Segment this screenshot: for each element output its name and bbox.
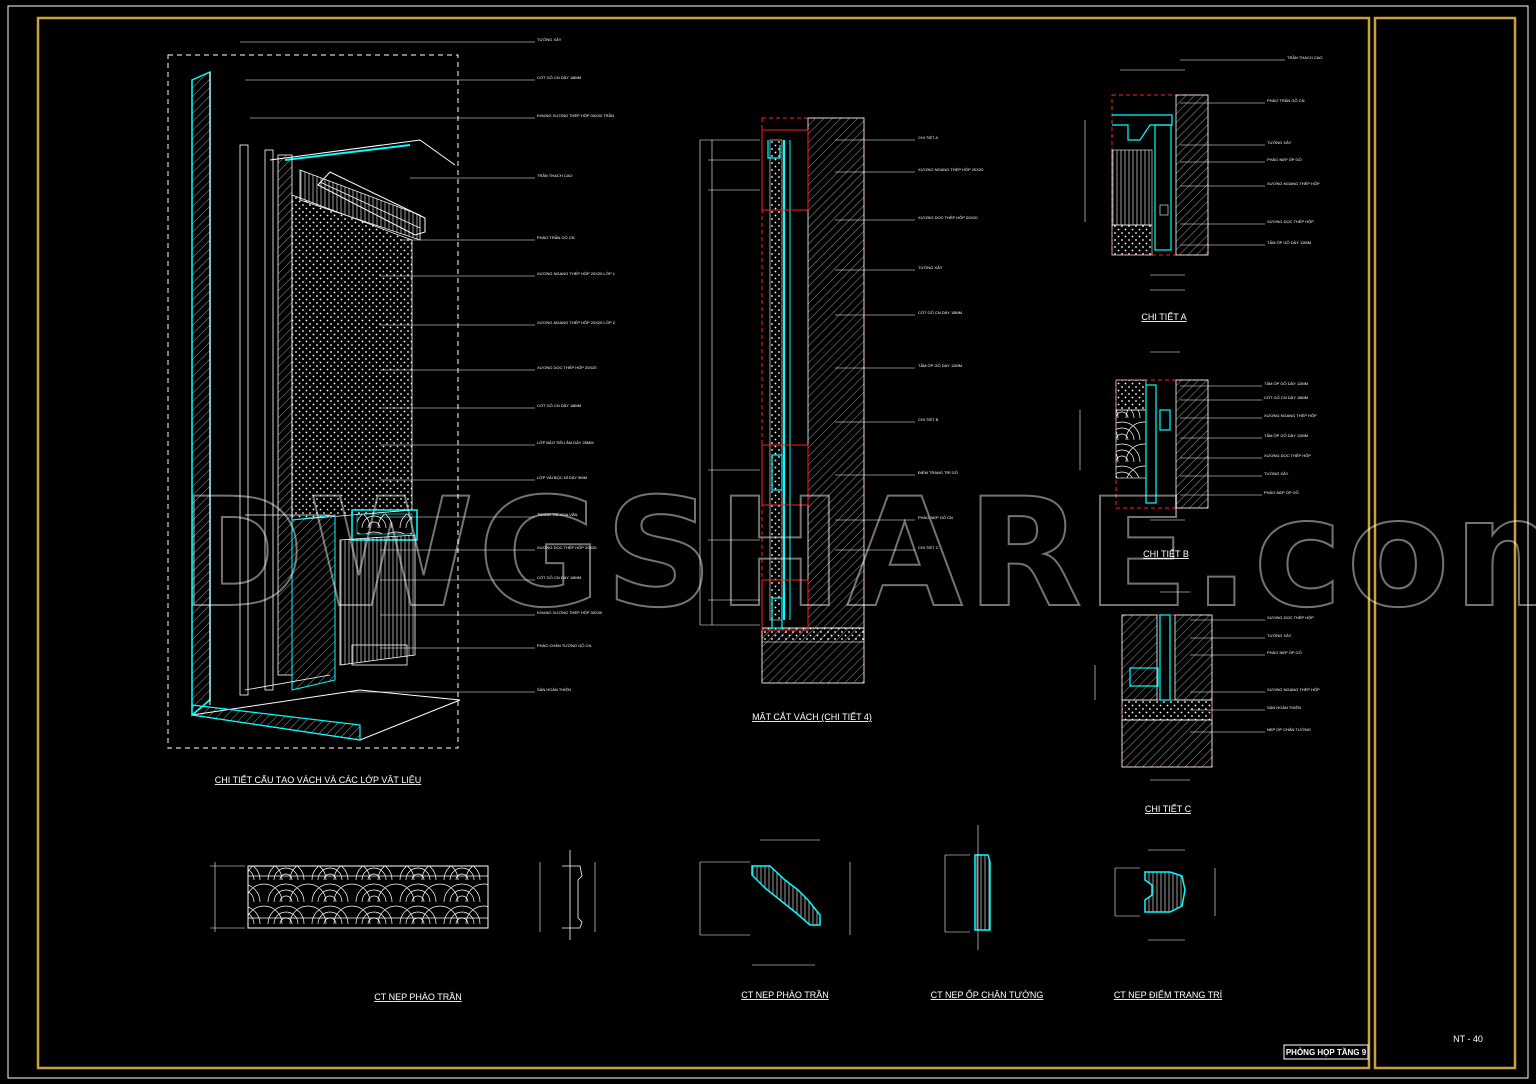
detail-b: TẤM ỐP GỖ DÀY 12MM CỐT GỖ CN DÀY 18MM XƯ… [1079, 351, 1317, 559]
iso-label-2: CỐT GỖ CN DÀY 18MM [537, 75, 581, 80]
profile-crown-moulding: CT NẸP PHÀO TRẦN [699, 839, 851, 1000]
detail-b-label-2: CỐT GỖ CN DÀY 18MM [1264, 395, 1308, 400]
iso-label-7: XƯƠNG NGANG THÉP HỘP 20X20 LỚP 2 [537, 320, 616, 325]
iso-label-4: TRẦN THẠCH CAO [537, 173, 572, 178]
section-label-3: XƯƠNG DỌC THÉP HỘP 20X20 [918, 215, 978, 220]
detail-b-label-1: TẤM ỐP GỖ DÀY 12MM [1264, 381, 1308, 386]
iso-label-6: XƯƠNG NGANG THÉP HỘP 20X20 LỚP 1 [537, 271, 616, 276]
drawing-frame [36, 16, 1371, 1070]
section-label-2: XƯƠNG NGANG THÉP HỘP 20X20 [918, 167, 984, 172]
profile3-title: CT NẸP ỐP CHÂN TƯỜNG [931, 989, 1044, 1000]
detail-b-label-7: PHÀO NẸP ỐP GỖ [1264, 490, 1299, 495]
detail-c-label-3: PHÀO NẸP ỐP GỖ [1267, 650, 1302, 655]
detail-b-label-5: XƯƠNG DỌC THÉP HỘP [1264, 453, 1311, 458]
iso-label-10: LỚP BẢO TIÊU ÂM DÀY 25MM [537, 440, 594, 445]
detail-b-label-3: XƯƠNG NGANG THÉP HỘP [1264, 413, 1317, 418]
detail-a-label-5: XƯƠNG NGANG THÉP HỘP [1267, 181, 1320, 186]
wall-section: CHI TIẾT A XƯƠNG NGANG THÉP HỘP 20X20 XƯ… [699, 117, 984, 722]
room-title-box [1283, 1044, 1369, 1060]
detail-a-label-4: PHÀO NẸP ỐP GỖ [1267, 157, 1302, 162]
detail-a-title: CHI TIẾT A [1141, 312, 1186, 322]
section-label-8: ĐIỂM TRANG TRÍ GỖ [918, 470, 958, 475]
iso-label-9: CỐT GỖ CN DÀY 18MM [537, 403, 581, 408]
detail-b-label-6: TƯỜNG XÂY [1264, 471, 1289, 476]
section-title: MẶT CẮT VÁCH (CHI TIẾT 4) [752, 712, 872, 722]
detail-a-label-1: TRẦN THẠCH CAO [1287, 55, 1322, 60]
detail-c-label-6: NẸP ỐP CHÂN TƯỜNG [1267, 727, 1311, 732]
detail-a-label-6: XƯƠNG DỌC THÉP HỘP [1267, 219, 1314, 224]
watermark: DWGSHARE.com [180, 467, 1536, 641]
section-label-10: CHI TIẾT C [918, 545, 939, 550]
iso-label-3: KHUNG XƯƠNG THÉP HỘP 30X30 TRẦN [537, 113, 614, 118]
profile-decor-strip: CT NẸP ĐIỂM TRANG TRÍ [1114, 849, 1223, 1000]
section-label-6: TẤM ỐP GỖ DÀY 12MM [918, 363, 962, 368]
iso-label-12: TRANG TRÍ HOA VĂN [537, 512, 577, 517]
detail-c-label-5: SÀN HOÀN THIỆN [1267, 705, 1301, 710]
section-label-5: CỐT GỖ CN DÀY 18MM [918, 310, 962, 315]
detail-a-label-7: TẤM ỐP GỖ DÀY 12MM [1267, 240, 1311, 245]
section-label-1: CHI TIẾT A [918, 135, 938, 140]
detail-c-label-2: TƯỜNG XÂY [1267, 633, 1292, 638]
iso-label-13: XƯƠNG DỌC THÉP HỘP 20X20 [537, 545, 597, 550]
iso-label-1: TƯỜNG XÂY [537, 37, 562, 42]
iso-wall-detail: TƯỜNG XÂY CỐT GỖ CN DÀY 18MM KHUNG XƯƠNG… [167, 37, 616, 785]
room-title: PHÒNG HỌP TẦNG 9 [1286, 1047, 1367, 1057]
iso-label-16: PHÀO CHÂN TƯỜNG GỖ CN [537, 643, 591, 648]
iso-label-11: LỚP VẢI BỌC NỈ DÀY 5MM [537, 475, 587, 480]
section-label-9: PHÀO NẸP GỖ CN [918, 515, 953, 520]
detail-a-label-2: PHÀO TRẦN GỖ CN [1267, 98, 1305, 103]
iso-label-5: PHÀO TRẦN GỖ CN [537, 235, 575, 240]
detail-a-label-3: TƯỜNG XÂY [1267, 140, 1292, 145]
profile-baseboard: CT NẸP ỐP CHÂN TƯỜNG [931, 825, 1044, 1000]
detail-b-label-4: TẤM ỐP GỖ DÀY 12MM [1264, 433, 1308, 438]
detail-c-title: CHI TIẾT C [1145, 804, 1192, 814]
sheet-code: NT - 40 [1453, 1034, 1483, 1044]
iso-title: CHI TIẾT CẤU TẠO VÁCH VÀ CÁC LỚP VẬT LIỆ… [215, 775, 421, 785]
section-label-4: TƯỜNG XÂY [918, 265, 943, 270]
outer-border [7, 5, 1529, 1079]
detail-c: XƯƠNG DỌC THÉP HỘP TƯỜNG XÂY PHÀO NẸP ỐP… [1094, 591, 1320, 814]
detail-c-label-1: XƯƠNG DỌC THÉP HỘP [1267, 615, 1314, 620]
detail-a: TRẦN THẠCH CAO PHÀO TRẦN GỖ CN TƯỜNG XÂY… [1084, 55, 1322, 322]
iso-label-15: KHUNG XƯƠNG THÉP HỘP 30X30 [537, 610, 603, 615]
title-block-frame [1373, 16, 1517, 1070]
iso-label-8: XƯƠNG DỌC THÉP HỘP 20X20 [537, 365, 597, 370]
detail-c-label-4: XƯƠNG NGANG THÉP HỘP [1267, 687, 1320, 692]
section-label-7: CHI TIẾT B [918, 417, 939, 422]
detail-b-title: CHI TIẾT B [1143, 549, 1189, 559]
iso-label-17: SÀN HOÀN THIỆN [537, 687, 571, 692]
profile4-title: CT NẸP ĐIỂM TRANG TRÍ [1114, 989, 1223, 1000]
iso-label-14: CỐT GỖ CN DÀY 18MM [537, 575, 581, 580]
profile1-title: CT NẸP PHÀO TRẦN [374, 992, 462, 1002]
profile2-title: CT NẸP PHÀO TRẦN [741, 990, 829, 1000]
profile-ceiling-trim-elevation: CT NẸP PHÀO TRẦN [210, 850, 596, 1002]
